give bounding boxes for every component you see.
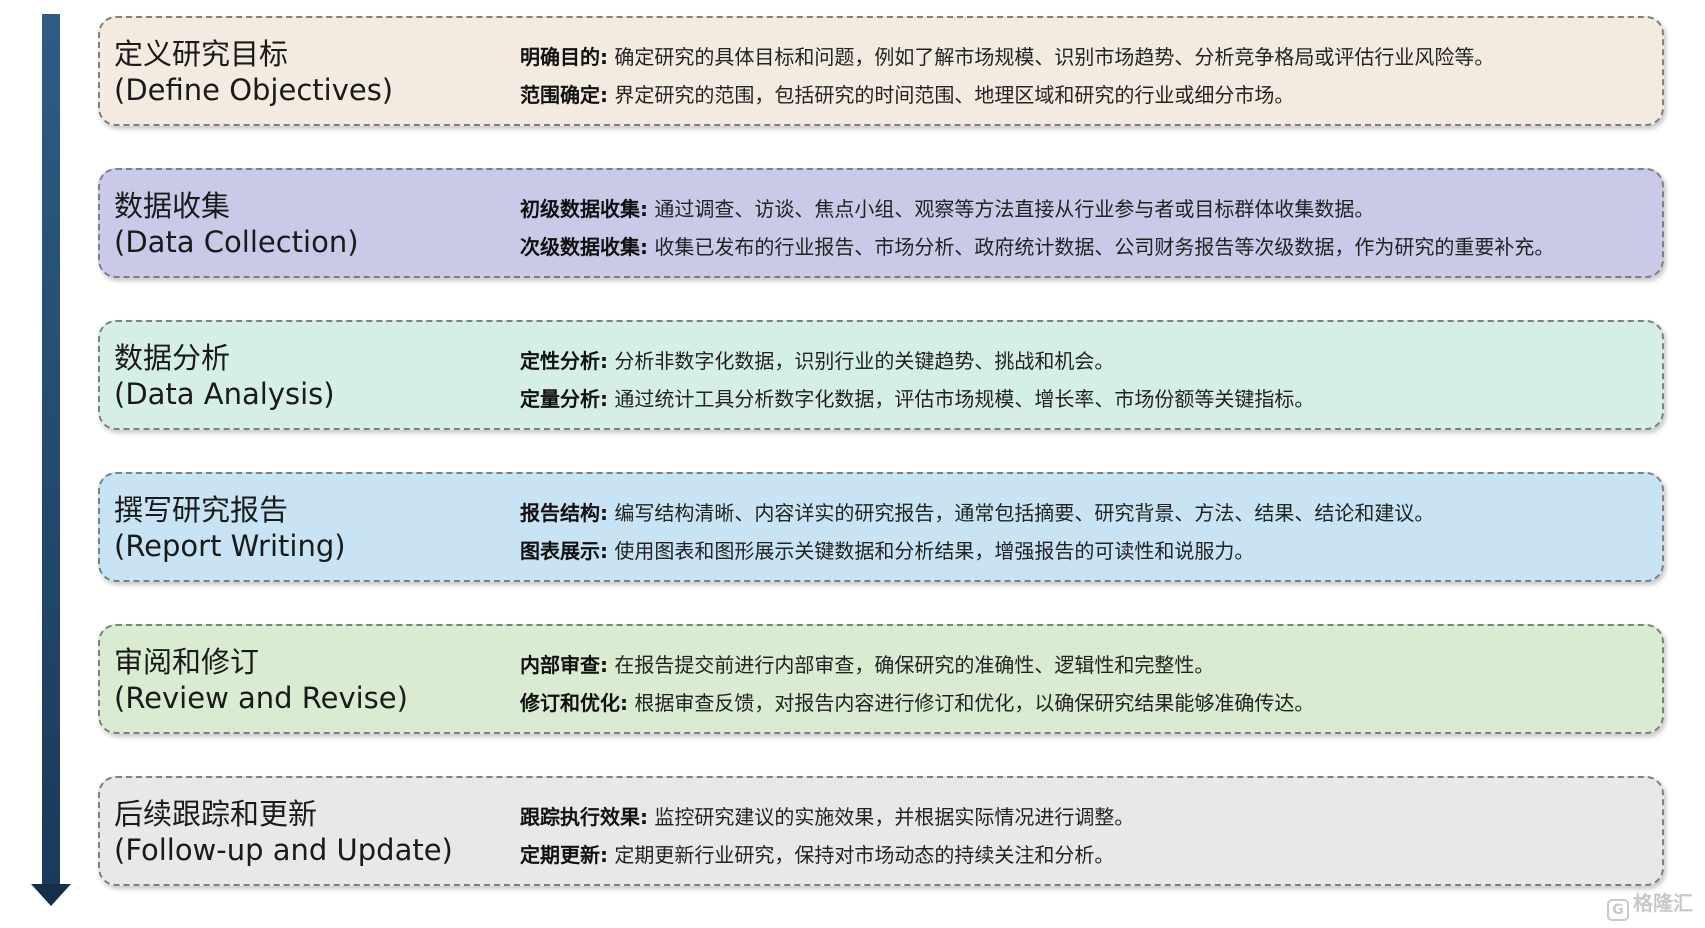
step-review-revise: 审阅和修订 (Review and Revise) 内部审查: 在报告提交前进行… bbox=[98, 624, 1664, 734]
step-title-cn: 撰写研究报告 bbox=[114, 493, 289, 527]
detail-text: 通过统计工具分析数字化数据，评估市场规模、增长率、市场份额等关键指标。 bbox=[614, 387, 1315, 411]
step-data-analysis: 数据分析 (Data Analysis) 定性分析: 分析非数字化数据，识别行业… bbox=[98, 320, 1664, 430]
detail-key: 定性分析 bbox=[520, 349, 600, 373]
step-details: 定性分析: 分析非数字化数据，识别行业的关键趋势、挑战和机会。 定量分析: 通过… bbox=[520, 342, 1650, 418]
detail-item: 跟踪执行效果: 监控研究建议的实施效果，并根据实际情况进行调整。 bbox=[520, 805, 1135, 829]
detail-item: 图表展示: 使用图表和图形展示关键数据和分析结果，增强报告的可读性和说服力。 bbox=[520, 539, 1255, 563]
step-title-cn: 定义研究目标 bbox=[114, 37, 289, 71]
step-details: 跟踪执行效果: 监控研究建议的实施效果，并根据实际情况进行调整。 定期更新: 定… bbox=[520, 798, 1650, 874]
detail-key: 明确目的 bbox=[520, 45, 600, 69]
flow-arrow-shaft bbox=[42, 14, 60, 890]
detail-text: 使用图表和图形展示关键数据和分析结果，增强报告的可读性和说服力。 bbox=[614, 539, 1255, 563]
step-title: 撰写研究报告 (Report Writing) bbox=[114, 492, 494, 564]
detail-key: 定期更新 bbox=[520, 843, 600, 867]
detail-item: 报告结构: 编写结构清晰、内容详实的研究报告，通常包括摘要、研究背景、方法、结果… bbox=[520, 501, 1435, 525]
detail-item: 次级数据收集: 收集已发布的行业报告、市场分析、政府统计数据、公司财务报告等次级… bbox=[520, 235, 1555, 259]
detail-text: 在报告提交前进行内部审查，确保研究的准确性、逻辑性和完整性。 bbox=[614, 653, 1215, 677]
step-title-cn: 后续跟踪和更新 bbox=[114, 797, 318, 831]
step-title-en: (Data Analysis) bbox=[114, 377, 335, 411]
watermark-text: 格隆汇 bbox=[1633, 891, 1693, 915]
flow-arrow-head bbox=[31, 884, 71, 906]
step-title-en: (Review and Revise) bbox=[114, 681, 408, 715]
step-report-writing: 撰写研究报告 (Report Writing) 报告结构: 编写结构清晰、内容详… bbox=[98, 472, 1664, 582]
detail-item: 定量分析: 通过统计工具分析数字化数据，评估市场规模、增长率、市场份额等关键指标… bbox=[520, 387, 1315, 411]
detail-key: 修订和优化 bbox=[520, 691, 620, 715]
step-title: 审阅和修订 (Review and Revise) bbox=[114, 644, 494, 716]
detail-item: 修订和优化: 根据审查反馈，对报告内容进行修订和优化，以确保研究结果能够准确传达… bbox=[520, 691, 1315, 715]
step-title: 数据收集 (Data Collection) bbox=[114, 188, 494, 260]
detail-text: 根据审查反馈，对报告内容进行修订和优化，以确保研究结果能够准确传达。 bbox=[634, 691, 1315, 715]
step-follow-up-update: 后续跟踪和更新 (Follow-up and Update) 跟踪执行效果: 监… bbox=[98, 776, 1664, 886]
detail-key: 定量分析 bbox=[520, 387, 600, 411]
step-title-cn: 审阅和修订 bbox=[114, 645, 260, 679]
detail-item: 定期更新: 定期更新行业研究，保持对市场动态的持续关注和分析。 bbox=[520, 843, 1115, 867]
watermark-logo-icon: G bbox=[1607, 899, 1629, 921]
detail-item: 范围确定: 界定研究的范围，包括研究的时间范围、地理区域和研究的行业或细分市场。 bbox=[520, 83, 1295, 107]
step-details: 明确目的: 确定研究的具体目标和问题，例如了解市场规模、识别市场趋势、分析竞争格… bbox=[520, 38, 1650, 114]
detail-key: 次级数据收集 bbox=[520, 235, 640, 259]
step-title: 后续跟踪和更新 (Follow-up and Update) bbox=[114, 796, 494, 868]
step-define-objectives: 定义研究目标 (Define Objectives) 明确目的: 确定研究的具体… bbox=[98, 16, 1664, 126]
step-details: 内部审查: 在报告提交前进行内部审查，确保研究的准确性、逻辑性和完整性。 修订和… bbox=[520, 646, 1650, 722]
detail-item: 初级数据收集: 通过调查、访谈、焦点小组、观察等方法直接从行业参与者或目标群体收… bbox=[520, 197, 1375, 221]
step-details: 初级数据收集: 通过调查、访谈、焦点小组、观察等方法直接从行业参与者或目标群体收… bbox=[520, 190, 1650, 266]
detail-item: 定性分析: 分析非数字化数据，识别行业的关键趋势、挑战和机会。 bbox=[520, 349, 1115, 373]
step-title-cn: 数据分析 bbox=[114, 341, 231, 375]
flow-arrow bbox=[31, 14, 71, 914]
step-title-en: (Report Writing) bbox=[114, 529, 346, 563]
detail-text: 收集已发布的行业报告、市场分析、政府统计数据、公司财务报告等次级数据，作为研究的… bbox=[654, 235, 1555, 259]
detail-key: 报告结构 bbox=[520, 501, 600, 525]
detail-key: 跟踪执行效果 bbox=[520, 805, 640, 829]
step-title: 定义研究目标 (Define Objectives) bbox=[114, 36, 494, 108]
step-title-en: (Define Objectives) bbox=[114, 73, 394, 107]
detail-text: 分析非数字化数据，识别行业的关键趋势、挑战和机会。 bbox=[614, 349, 1115, 373]
step-title-en: (Follow-up and Update) bbox=[114, 833, 453, 867]
step-title-en: (Data Collection) bbox=[114, 225, 359, 259]
step-title-cn: 数据收集 bbox=[114, 189, 231, 223]
detail-text: 通过调查、访谈、焦点小组、观察等方法直接从行业参与者或目标群体收集数据。 bbox=[654, 197, 1375, 221]
detail-key: 内部审查 bbox=[520, 653, 600, 677]
detail-key: 初级数据收集 bbox=[520, 197, 640, 221]
detail-key: 范围确定 bbox=[520, 83, 600, 107]
detail-key: 图表展示 bbox=[520, 539, 600, 563]
detail-item: 明确目的: 确定研究的具体目标和问题，例如了解市场规模、识别市场趋势、分析竞争格… bbox=[520, 45, 1495, 69]
detail-text: 编写结构清晰、内容详实的研究报告，通常包括摘要、研究背景、方法、结果、结论和建议… bbox=[614, 501, 1435, 525]
detail-item: 内部审查: 在报告提交前进行内部审查，确保研究的准确性、逻辑性和完整性。 bbox=[520, 653, 1215, 677]
detail-text: 监控研究建议的实施效果，并根据实际情况进行调整。 bbox=[654, 805, 1135, 829]
step-title: 数据分析 (Data Analysis) bbox=[114, 340, 494, 412]
detail-text: 定期更新行业研究，保持对市场动态的持续关注和分析。 bbox=[614, 843, 1115, 867]
step-data-collection: 数据收集 (Data Collection) 初级数据收集: 通过调查、访谈、焦… bbox=[98, 168, 1664, 278]
steps-list: 定义研究目标 (Define Objectives) 明确目的: 确定研究的具体… bbox=[98, 16, 1664, 928]
step-details: 报告结构: 编写结构清晰、内容详实的研究报告，通常包括摘要、研究背景、方法、结果… bbox=[520, 494, 1650, 570]
detail-text: 确定研究的具体目标和问题，例如了解市场规模、识别市场趋势、分析竞争格局或评估行业… bbox=[614, 45, 1495, 69]
detail-text: 界定研究的范围，包括研究的时间范围、地理区域和研究的行业或细分市场。 bbox=[614, 83, 1295, 107]
